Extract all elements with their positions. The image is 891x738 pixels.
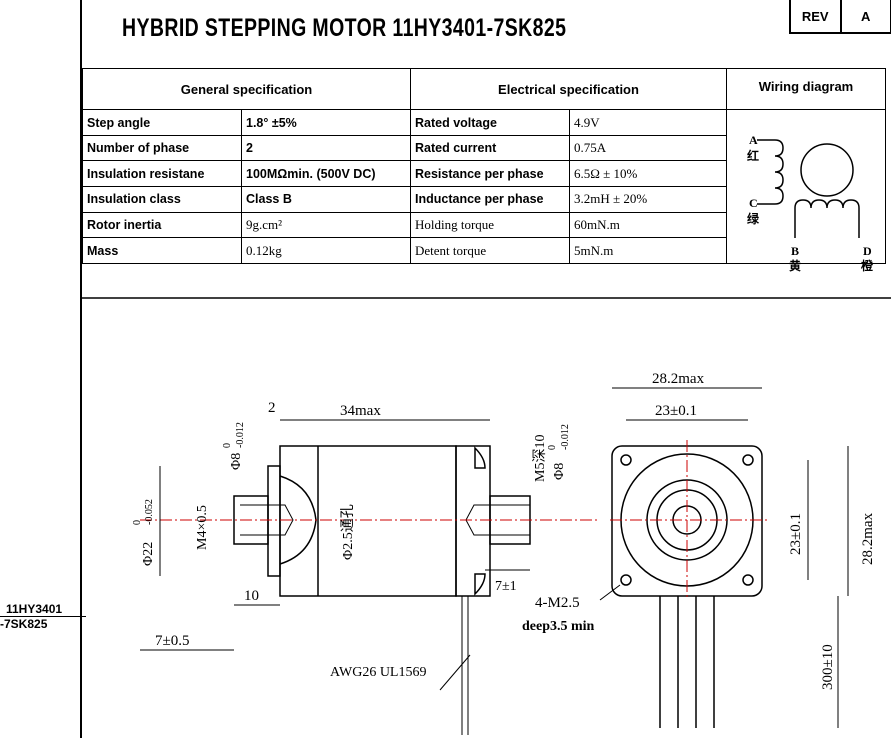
spec-label: Insulation class <box>82 186 242 213</box>
specification-table: General specification Electrical specifi… <box>82 67 886 273</box>
spec-label: Rated voltage <box>410 109 570 136</box>
spec-value: 0.75A <box>569 134 727 162</box>
dim-lead: 300±10 <box>820 644 836 690</box>
front-screw-hole <box>620 574 632 586</box>
dim-shaft-dia: Φ8 <box>229 453 244 470</box>
spec-value: 2 <box>241 134 411 162</box>
dim-flange: 2 <box>268 400 276 416</box>
spec-label: Number of phase <box>82 134 242 162</box>
side-view <box>140 419 600 735</box>
coil-ac-icon <box>757 139 784 205</box>
wire-b-label: B <box>791 244 799 258</box>
screw-hole-top <box>474 446 486 469</box>
dim-screw: 4-M2.5 <box>535 595 580 611</box>
wire-c-label: C <box>749 196 758 210</box>
spec-value: 3.2mH ± 20% <box>569 186 727 213</box>
dim-m4: M4×0.5 <box>195 505 210 550</box>
dim-hole: Φ2.5通孔 <box>340 504 356 560</box>
dim-boss-tol-top: 0 <box>132 520 143 525</box>
front-screw-hole <box>620 454 632 466</box>
side-label-line: 11HY3401 <box>6 602 63 616</box>
spec-label: Detent torque <box>410 237 570 264</box>
spec-label: Rated current <box>410 134 570 162</box>
dim-shaft2-dia: Φ8 <box>552 463 567 480</box>
thread-rear <box>240 504 294 536</box>
spec-value: 5mN.m <box>569 237 727 264</box>
rear-boss <box>267 465 281 577</box>
dim-ten: 10 <box>244 588 259 604</box>
wire-a-label: A <box>749 133 758 147</box>
spec-label: Step angle <box>82 109 242 136</box>
front-screw-hole <box>742 454 754 466</box>
front-view <box>599 387 849 728</box>
dim-deep: deep3.5 min <box>522 619 595 634</box>
wiring-diagram: A 红 C 绿 B D <box>747 133 872 258</box>
dim-front-pitch: 23±0.1 <box>655 403 697 419</box>
rev-label: REV <box>791 0 842 32</box>
wire-d-label: D <box>863 244 872 258</box>
dim-front-pitch-v: 23±0.1 <box>788 513 804 555</box>
wire-d-color: 橙 <box>861 259 874 273</box>
dim-front-max: 28.2max <box>652 371 705 387</box>
spec-value: 9g.cm² <box>241 211 411 239</box>
dim-shaft-tol-bot: -0.012 <box>235 422 246 448</box>
side-label-line: -7SK825 <box>0 616 86 631</box>
spec-value: 100MΩmin. (500V DC) <box>241 160 411 188</box>
rotor-circle-icon <box>800 143 854 197</box>
dim-seven: 7±1 <box>495 579 517 594</box>
wire-b-color: 黄 <box>789 259 802 273</box>
spec-value: 4.9V <box>569 109 727 136</box>
wiring-diagram-header: Wiring diagram <box>727 69 885 110</box>
spec-label: Mass <box>82 237 242 264</box>
dim-seven-half: 7±0.5 <box>155 633 189 649</box>
spec-value: 0.12kg <box>241 237 411 264</box>
electrical-spec-header: Electrical specification <box>410 67 727 111</box>
spec-value: 1.8° ±5% <box>241 109 411 136</box>
dim-shaft-tol-top: 0 <box>222 443 233 448</box>
screw-hole-bottom <box>474 573 486 596</box>
spec-row: Number of phase 2 Rated current 0.75A <box>82 134 886 162</box>
wire-c-color: 绿 <box>747 211 760 226</box>
spec-row: Step angle 1.8° ±5% Rated voltage 4.9V <box>82 109 886 136</box>
spec-value: 6.5Ω ± 10% <box>569 160 727 188</box>
wire-a-color: 红 <box>747 148 759 163</box>
dim-length: 34max <box>340 403 381 419</box>
screw-leader <box>599 584 621 601</box>
motor-body <box>279 445 457 597</box>
dim-boss-dia: Φ22 <box>141 542 156 566</box>
dim-awg: AWG26 UL1569 <box>330 665 426 680</box>
wiring-diagram-cell: Wiring diagram A 红 C 绿 B D 黄 橙 <box>726 68 886 273</box>
side-part-label: 11HY3401 -7SK825 <box>0 602 86 631</box>
rev-value: A <box>861 8 871 24</box>
dim-m5: M5深10 <box>532 435 548 482</box>
general-spec-header: General specification <box>82 67 411 111</box>
coil-bd-icon <box>794 199 860 238</box>
dim-boss-tol-bot: -0.052 <box>144 499 155 525</box>
dim-front-max-v: 28.2max <box>860 512 876 565</box>
drawing-title: HYBRID STEPPING MOTOR 11HY3401-7SK825 <box>122 14 567 42</box>
spec-row: Mass 0.12kg Detent torque 5mN.m <box>82 237 886 264</box>
dim-shaft2-tol-top: 0 <box>547 445 558 450</box>
spec-value: 60mN.m <box>569 211 727 239</box>
awg-leader <box>439 654 471 691</box>
front-screw-hole <box>742 574 754 586</box>
dim-shaft2-tol-bot: -0.012 <box>560 424 571 450</box>
